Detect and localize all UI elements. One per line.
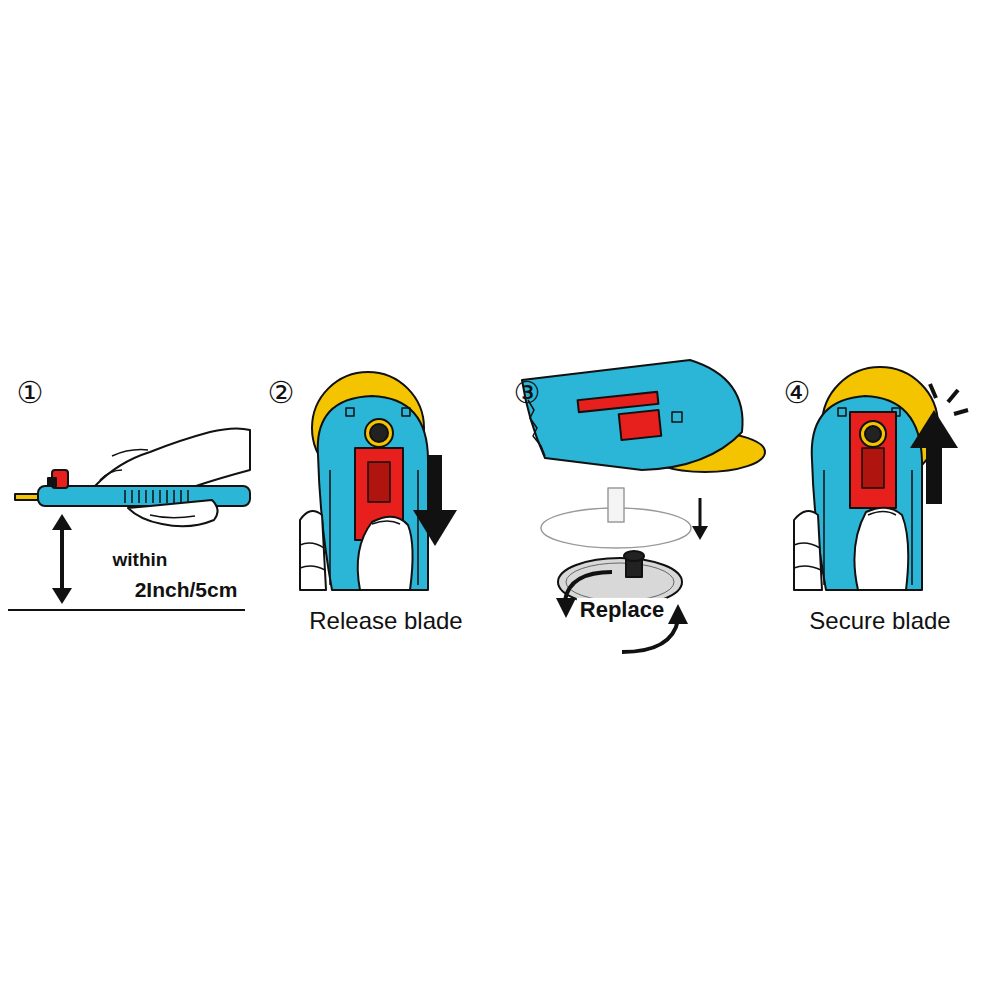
cutter-body bbox=[318, 396, 428, 590]
rivet bbox=[672, 412, 682, 422]
arrow-head bbox=[413, 510, 457, 546]
finger-lines bbox=[100, 450, 148, 480]
arrow-head bbox=[692, 526, 708, 540]
nail bbox=[372, 521, 400, 524]
arrow-head bbox=[668, 604, 688, 624]
blade-rim bbox=[566, 563, 674, 601]
step-three-figure bbox=[522, 360, 765, 652]
arrow-head bbox=[910, 410, 958, 448]
grip-ribs bbox=[125, 490, 188, 503]
dimension: 2Inch/5cm bbox=[135, 578, 238, 601]
step-number: ① bbox=[17, 376, 44, 409]
grip-ribs-part bbox=[159, 490, 161, 503]
nut-ring bbox=[365, 419, 393, 447]
rivet bbox=[346, 408, 354, 416]
grip-ribs-part bbox=[131, 490, 133, 503]
grip-ribs-part bbox=[124, 490, 126, 503]
cutter-body bbox=[38, 486, 250, 506]
distance-note: within bbox=[113, 550, 168, 571]
step-number: ③ bbox=[514, 376, 541, 409]
rivet bbox=[838, 408, 846, 416]
finger-lines bbox=[300, 543, 325, 570]
height-arrow bbox=[60, 528, 64, 590]
grip-ribs-part bbox=[138, 490, 140, 503]
finger-lines bbox=[794, 543, 821, 570]
nut-ring bbox=[860, 421, 886, 447]
old-bolt bbox=[608, 488, 624, 522]
step-number: ④ bbox=[784, 376, 811, 409]
turn-arrow bbox=[565, 572, 612, 600]
step-two-figure bbox=[300, 372, 457, 590]
turn-arrow bbox=[622, 620, 678, 652]
step-four-figure bbox=[794, 367, 968, 590]
grip-ribs-part bbox=[166, 490, 168, 503]
step-caption: Secure blade bbox=[809, 608, 950, 634]
arrow-head bbox=[52, 514, 72, 530]
nut bbox=[865, 426, 881, 442]
grip-ribs-part bbox=[145, 490, 147, 503]
click-burst-part bbox=[954, 410, 968, 414]
finger-lines bbox=[150, 515, 195, 518]
grip-ribs-part bbox=[180, 490, 182, 503]
holding-hand bbox=[300, 511, 326, 590]
down-arrow bbox=[699, 498, 702, 528]
up-arrow bbox=[926, 444, 942, 504]
grip-ribs-part bbox=[152, 490, 154, 503]
nail bbox=[868, 512, 896, 516]
cutter-body bbox=[522, 360, 743, 470]
grip-ribs-part bbox=[173, 490, 175, 503]
arrow-head bbox=[556, 598, 576, 618]
bolt-top bbox=[624, 551, 644, 561]
slider-slot bbox=[862, 448, 884, 488]
slider-plate bbox=[619, 410, 661, 440]
grip-ribs-part bbox=[187, 490, 189, 503]
click-burst-part bbox=[930, 384, 936, 398]
step-caption: Release blade bbox=[309, 608, 462, 634]
slider-slot bbox=[368, 462, 390, 502]
holding-hand bbox=[794, 511, 822, 590]
step-caption: Replace bbox=[577, 598, 667, 622]
nut bbox=[370, 424, 388, 442]
rivet bbox=[402, 408, 410, 416]
arrow-head bbox=[52, 588, 72, 604]
thumb bbox=[854, 508, 908, 590]
down-arrow bbox=[428, 455, 442, 513]
release-slider bbox=[850, 412, 896, 508]
lower-hand bbox=[128, 500, 218, 526]
table-line bbox=[8, 609, 245, 611]
cutter-body bbox=[812, 396, 922, 590]
click-burst bbox=[930, 384, 968, 414]
thumb bbox=[358, 517, 413, 590]
click-burst-part bbox=[948, 390, 958, 402]
upper-hand bbox=[95, 428, 250, 486]
step-number: ② bbox=[268, 376, 295, 409]
step-one-figure bbox=[8, 428, 250, 610]
knob-cap bbox=[48, 478, 56, 486]
release-slider bbox=[578, 392, 659, 412]
